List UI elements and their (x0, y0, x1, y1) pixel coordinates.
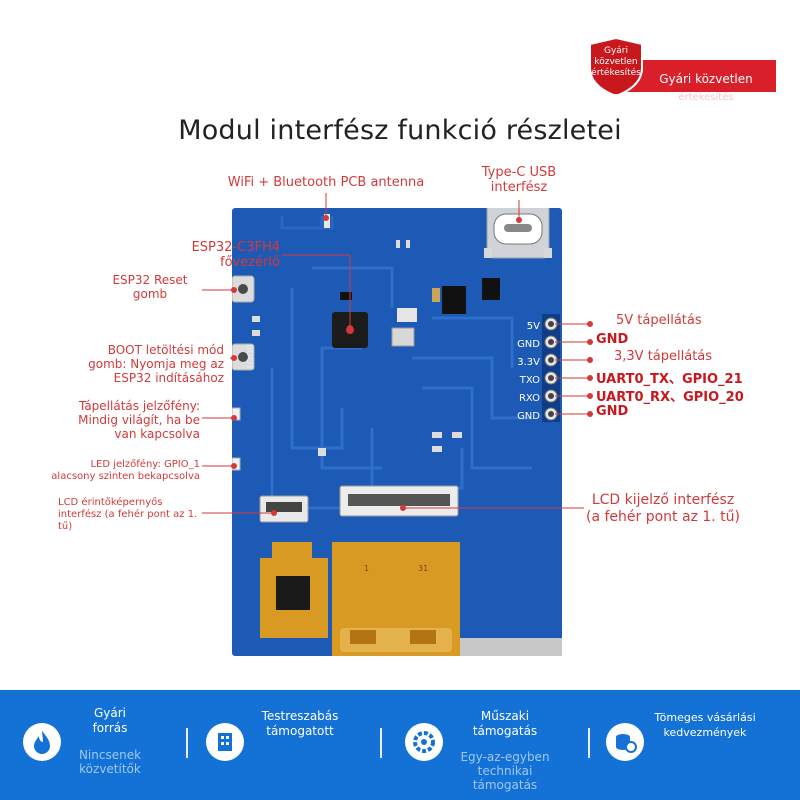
label-touch-line1: LCD érintőképernyős (58, 497, 163, 508)
shield-text: Gyári közvetlen értékesítés (591, 46, 641, 78)
label-touch: LCD érintőképernyős interfész (a fehér p… (58, 497, 208, 533)
footer-3-title: Műszaki támogatás (455, 709, 555, 739)
label-usb-line2: interfész (490, 180, 548, 195)
pin-silk-labels: 5V GND 3.3V TXO RXO GND (512, 318, 540, 426)
pin-silk-gnd1: GND (517, 339, 540, 350)
label-power-led-line2: Mindig világít, ha be (78, 413, 200, 427)
page-title: Modul interfész funkció részletei (178, 115, 622, 146)
footer-1-sub: Nincsenek közvetítők (70, 748, 150, 776)
footer-3-title-line2: támogatás (472, 724, 538, 738)
label-lcd-line1: LCD kijelző interfész (591, 492, 735, 508)
label-boot: BOOT letöltési mód gomb: Nyomja meg az E… (30, 343, 224, 385)
footer-4-title-line2: kedvezmények (663, 726, 747, 739)
footer-1-title-line1: Gyári (93, 706, 127, 720)
pin-desc-tx: UART0_TX、GPIO_21 (596, 372, 743, 387)
footer-2-title-line1: Testreszabás (261, 709, 339, 723)
pin-silk-rxo: RXO (518, 393, 540, 404)
label-power-led-line1: Tápellátás jelzőfény: (78, 399, 200, 413)
footer-3-sub-line2: technikai (477, 764, 533, 778)
building-icon (206, 723, 244, 761)
pin-desc-rx: UART0_RX、GPIO_20 (596, 390, 744, 405)
badge-sub-text: értékesítés (678, 92, 734, 103)
fpc-marker-start: 1 (364, 564, 370, 573)
footer-divider (588, 728, 590, 758)
pin-desc-3v3: 3,3V tápellátás (614, 349, 713, 364)
pin-desc-gnd2: GND (596, 404, 629, 419)
footer-1-sub-line2: közvetítők (79, 762, 141, 776)
footer-3-sub-line3: támogatás (472, 778, 538, 792)
pcb-board: BOOT 1 31 5V GND 3.3V TXO RXO GND (231, 197, 562, 656)
flame-icon (23, 723, 61, 761)
pin-silk-gnd2: GND (517, 411, 540, 422)
label-usb: Type-C USB interfész (466, 165, 572, 195)
label-touch-line2: interfész (a fehér pont az 1. (58, 509, 198, 520)
label-power-led-line3: van kapcsolva (114, 427, 200, 441)
pin-desc-gnd1: GND (596, 332, 629, 347)
footer-1-title-line2: forrás (92, 721, 128, 735)
label-boot-line3: ESP32 indításához (113, 371, 224, 385)
fpc-marker-end: 31 (418, 564, 429, 573)
gear-icon (405, 723, 443, 761)
coins-icon (606, 723, 644, 761)
pin-silk-txo: TXO (519, 375, 540, 386)
label-reset: ESP32 Reset gomb (100, 273, 200, 301)
label-led: LED jelzőfény: GPIO_1 alacsony szinten b… (20, 459, 200, 483)
label-power-led: Tápellátás jelzőfény: Mindig világít, ha… (30, 399, 200, 441)
footer-4-title-line1: Tömeges vásárlási (654, 711, 756, 724)
footer-4-title: Tömeges vásárlási kedvezmények (645, 710, 765, 740)
footer-1-sub-line1: Nincsenek (78, 748, 142, 762)
pin-desc-5v: 5V tápellátás (616, 313, 702, 328)
label-boot-line1: BOOT letöltési mód (107, 343, 224, 357)
pin-silk-5v: 5V (526, 321, 540, 332)
label-lcd-line2: (a fehér pont az 1. tű) (586, 509, 740, 525)
label-lcd: LCD kijelző interfész (a fehér pont az 1… (578, 492, 748, 526)
label-led-line2: alacsony szinten bekapcsolva (51, 471, 200, 482)
label-usb-line1: Type-C USB (481, 165, 557, 180)
footer-2-title-line2: támogatott (266, 724, 334, 738)
label-reset-line2: gomb (132, 287, 168, 301)
footer-divider (186, 728, 188, 758)
footer-3-sub-line1: Egy-az-egyben (460, 750, 550, 764)
label-esp32-line2: fővezérlő (220, 255, 280, 270)
label-touch-line3: tű) (58, 521, 73, 532)
label-led-line1: LED jelzőfény: GPIO_1 (90, 459, 200, 470)
footer-2-title: Testreszabás támogatott (250, 709, 350, 739)
pin-silk-3v3: 3.3V (517, 357, 540, 368)
badge-main-text: Gyári közvetlen (659, 72, 753, 86)
label-reset-line1: ESP32 Reset (112, 273, 188, 287)
footer-3-sub: Egy-az-egyben technikai támogatás (455, 750, 555, 792)
pcb-artwork (231, 197, 562, 656)
footer-1-title: Gyári forrás (70, 706, 150, 736)
label-esp32: ESP32-C3FH4 fővezérlő (60, 240, 280, 270)
label-esp32-line1: ESP32-C3FH4 (191, 240, 280, 255)
label-boot-line2: gomb: Nyomja meg az (88, 357, 224, 371)
footer-divider (380, 728, 382, 758)
footer-bar (0, 690, 800, 800)
label-antenna: WiFi + Bluetooth PCB antenna (227, 175, 425, 190)
footer-3-title-line1: Műszaki (480, 709, 530, 723)
